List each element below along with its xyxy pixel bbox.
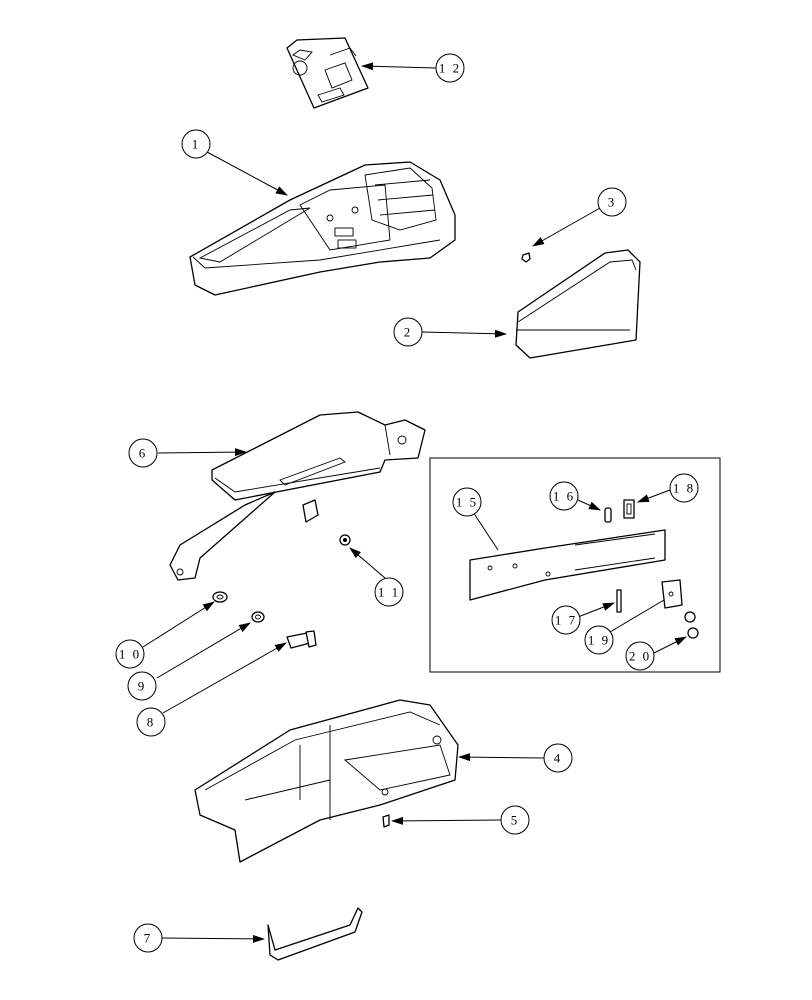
callout-12: 1 2: [435, 53, 465, 83]
callout-6: 6: [128, 438, 158, 468]
callout-17: 1 7: [551, 605, 581, 635]
part-20-nuts: [684, 611, 699, 639]
svg-text:1 7: 1 7: [555, 613, 577, 628]
part-12-label-plate: [286, 37, 369, 109]
callout-18: 1 8: [669, 473, 699, 503]
svg-text:1 1: 1 1: [378, 585, 400, 600]
callout-19: 1 9: [584, 625, 614, 655]
part-11-nut: [339, 534, 351, 546]
callout-10: 1 0: [115, 639, 145, 669]
part-1-console-top: [189, 161, 456, 296]
svg-text:1 8: 1 8: [673, 481, 695, 496]
svg-text:2 0: 2 0: [629, 649, 651, 664]
svg-text:1 0: 1 0: [119, 647, 141, 662]
svg-text:1 5: 1 5: [456, 495, 478, 510]
part-4-lower-housing: [194, 699, 459, 863]
callout-9: 9: [127, 671, 157, 701]
callout-15: 1 5: [452, 487, 482, 517]
part-6-bracket: [169, 411, 426, 581]
part-8-bolt: [286, 630, 317, 649]
svg-text:4: 4: [554, 751, 563, 766]
callout-16: 1 6: [549, 481, 579, 511]
callout-20: 2 0: [625, 641, 655, 671]
svg-text:1 9: 1 9: [588, 633, 610, 648]
callout-11: 1 1: [374, 577, 404, 607]
part-19-bracket-clip: [661, 579, 683, 609]
part-17-rod: [616, 589, 622, 613]
leader-lines: [142, 62, 687, 943]
svg-text:8: 8: [147, 715, 156, 730]
part-10-washer: [212, 591, 228, 603]
svg-text:9: 9: [138, 679, 147, 694]
svg-text:2: 2: [404, 325, 413, 340]
part-15-slotted-bar: [469, 529, 666, 601]
callout-3: 3: [597, 187, 627, 217]
part-5-screw: [382, 814, 390, 828]
callout-8: 8: [136, 707, 166, 737]
part-3-screw: [521, 252, 531, 263]
callout-5: 5: [500, 805, 530, 835]
part-18-clip: [623, 499, 635, 519]
svg-text:1: 1: [192, 137, 201, 152]
callout-1: 1: [181, 129, 211, 159]
svg-text:1 6: 1 6: [553, 489, 575, 504]
svg-text:7: 7: [144, 931, 153, 946]
svg-text:5: 5: [511, 813, 520, 828]
callout-7: 7: [133, 923, 163, 953]
part-7-trim-strip: [267, 907, 363, 961]
callout-2: 2: [393, 317, 423, 347]
svg-text:6: 6: [139, 446, 148, 461]
part-9-lock-washer: [251, 611, 265, 623]
inset-frame: [429, 457, 721, 673]
svg-text:3: 3: [608, 195, 617, 210]
svg-text:1 2: 1 2: [439, 61, 461, 76]
part-2-side-cover: [515, 249, 641, 359]
part-16-pin: [604, 507, 612, 523]
callout-4: 4: [543, 743, 573, 773]
